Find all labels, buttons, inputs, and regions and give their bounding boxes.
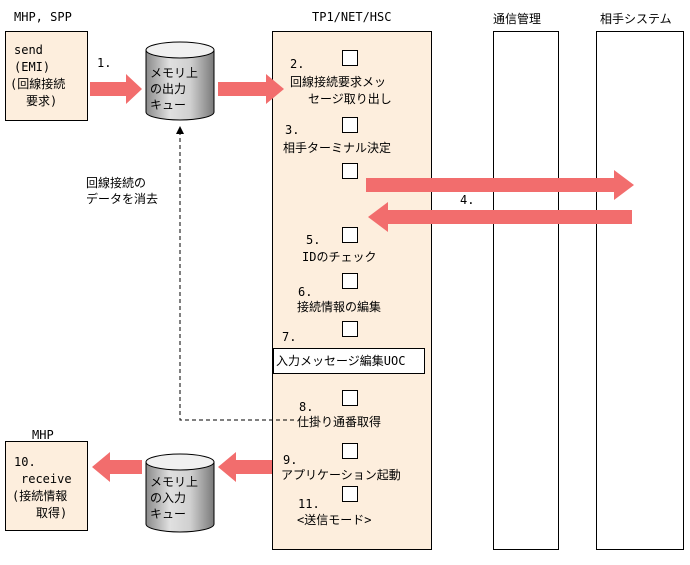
- dashed-erase-line: [179, 134, 294, 421]
- step5-box: [342, 227, 358, 243]
- arrow-send-to-output-queue: [90, 74, 142, 104]
- output-queue-cylinder: [145, 41, 215, 121]
- step7-number: 7.: [282, 330, 297, 344]
- step5-number: 5.: [306, 233, 321, 247]
- receive-box-line3: (接続情報: [12, 489, 68, 503]
- lane-title-mhp-spp: MHP, SPP: [14, 10, 72, 24]
- erase-label-line2: データを消去: [86, 192, 159, 206]
- input-queue-label-line3: キュー: [150, 507, 187, 521]
- lane-title-mhp: MHP: [32, 428, 54, 442]
- lane-title-comm-management: 通信管理: [493, 12, 542, 26]
- step2-text-line2: セージ取り出し: [308, 92, 392, 106]
- step2-box: [342, 50, 358, 66]
- step11-text: <送信モード>: [297, 513, 372, 527]
- step6-number: 6.: [298, 285, 313, 299]
- partner-system-lane: [596, 31, 684, 550]
- step7-uoc-text: 入力メッセージ編集UOC: [276, 354, 406, 368]
- step8-box: [342, 390, 358, 406]
- send-box-line1: send: [14, 43, 43, 57]
- receive-box-line4: 取得): [36, 506, 68, 520]
- step9-box: [342, 443, 358, 459]
- step3-text: 相手ターミナル決定: [283, 141, 392, 155]
- arrow-app-start-to-input-queue: [218, 452, 272, 482]
- receive-box: 10. receive (接続情報 取得): [5, 441, 88, 531]
- output-queue-label-line1: メモリ上: [150, 66, 199, 80]
- step11-number: 11.: [298, 497, 320, 511]
- lane-title-partner-system: 相手システム: [600, 12, 672, 26]
- input-queue-label-line2: の入力: [150, 491, 187, 505]
- step6-box: [342, 273, 358, 289]
- step3-box: [342, 117, 358, 133]
- step9-number: 9.: [283, 453, 298, 467]
- send-box-line4: 要求): [26, 94, 58, 108]
- arrow-input-queue-to-receive: [92, 452, 142, 482]
- step4-box: [342, 163, 358, 179]
- input-queue-label-line1: メモリ上: [150, 475, 199, 489]
- receive-box-line1: 10.: [14, 455, 36, 469]
- dashed-line-arrowhead: [176, 126, 184, 134]
- comm-management-lane: [493, 31, 559, 550]
- step3-number: 3.: [285, 123, 300, 137]
- step8-number: 8.: [299, 400, 314, 414]
- input-queue-cylinder: [145, 453, 215, 533]
- send-box: send (EMI) (回線接続 要求): [5, 31, 88, 121]
- step1-label: 1.: [97, 56, 112, 70]
- step2-number: 2.: [290, 57, 305, 71]
- step7-uoc-box: 入力メッセージ編集UOC: [273, 348, 425, 374]
- output-queue-label-line2: の出力: [150, 82, 187, 96]
- step5-text: IDのチェック: [302, 250, 377, 264]
- step8-text: 仕掛り通番取得: [297, 415, 382, 429]
- step6-text: 接続情報の編集: [297, 300, 382, 314]
- receive-box-line2: receive: [21, 472, 72, 486]
- lane-title-tp1-net-hsc: TP1/NET/HSC: [312, 10, 392, 24]
- output-queue-label-line3: キュー: [150, 98, 187, 112]
- step9-text: アプリケーション起動: [281, 468, 401, 482]
- step11-box: [342, 486, 358, 502]
- arrow-to-partner-system: [366, 170, 634, 200]
- send-box-line3: (回線接続: [10, 77, 66, 91]
- send-box-line2: (EMI): [14, 60, 51, 74]
- erase-label-line1: 回線接続の: [86, 176, 147, 190]
- step7-box: [342, 321, 358, 337]
- step4-label: 4.: [460, 193, 475, 207]
- step2-text-line1: 回線接続要求メッ: [290, 75, 387, 89]
- arrow-from-partner-system: [368, 202, 632, 232]
- arrow-output-queue-to-step2: [218, 74, 284, 104]
